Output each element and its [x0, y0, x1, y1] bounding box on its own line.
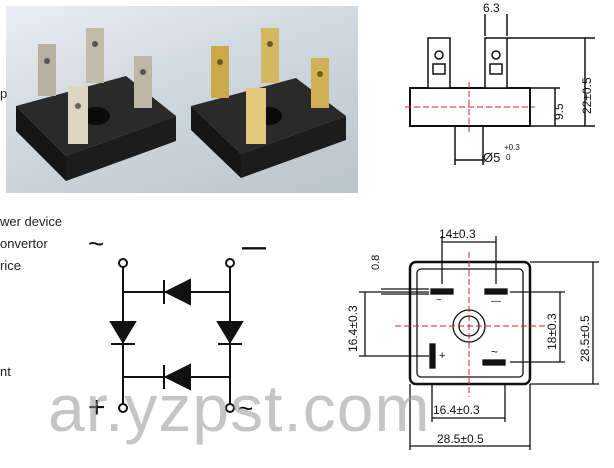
body-height-label: 9.5	[552, 103, 566, 120]
pad-mark-neg: —	[491, 296, 501, 307]
watermark: ar.yzpst.com	[48, 371, 431, 445]
side-text-1: wer device	[0, 214, 63, 229]
pin-spacing-label: 6.3	[483, 1, 500, 15]
pad-width-label: 0.8	[370, 255, 382, 270]
product-photo	[6, 6, 358, 193]
side-text-4: nt	[0, 364, 11, 379]
overall-height-label: 22±0.5	[580, 77, 594, 114]
body-v-label: 28.5±0.5	[578, 315, 592, 362]
device-right-image	[191, 28, 346, 178]
negative-label: —	[242, 234, 266, 261]
pad-mark-pos: +	[439, 350, 445, 362]
side-text-0: p	[0, 86, 8, 101]
side-text-3: rice	[0, 258, 21, 273]
hole-tol-lower: 0	[506, 153, 511, 162]
bridge-schematic: ~ — + ~	[88, 228, 266, 424]
pad-spacing-h-label: 14±0.3	[439, 227, 476, 241]
hole-dia-label: Ø5	[483, 150, 500, 165]
ac-top-label: ~	[88, 228, 104, 259]
side-text-2: onvertor	[0, 236, 48, 251]
device-left-image	[16, 28, 176, 181]
top-view-drawing: 14±0.3 0.8 16.4±0.3 18±0.3 28.5±0.5 16.4…	[346, 227, 599, 450]
bridge-rectifier-photo	[16, 28, 346, 181]
pad-mark-ac2: ~	[491, 345, 498, 359]
inner-h-label: 16.4±0.3	[433, 403, 480, 417]
side-view-drawing: 6.3 22±0.5 9.5 Ø5 +0.3 0	[405, 1, 595, 165]
body-h-label: 28.5±0.5	[437, 432, 484, 446]
positive-label: +	[88, 391, 106, 424]
hole-tol-upper: +0.3	[504, 143, 520, 152]
ac-bottom-label: ~	[238, 393, 253, 423]
pad-spacing-v-label: 16.4±0.3	[346, 305, 360, 352]
inner-v-label: 18±0.3	[545, 313, 559, 350]
pad-mark-ac1: ~	[436, 295, 442, 306]
